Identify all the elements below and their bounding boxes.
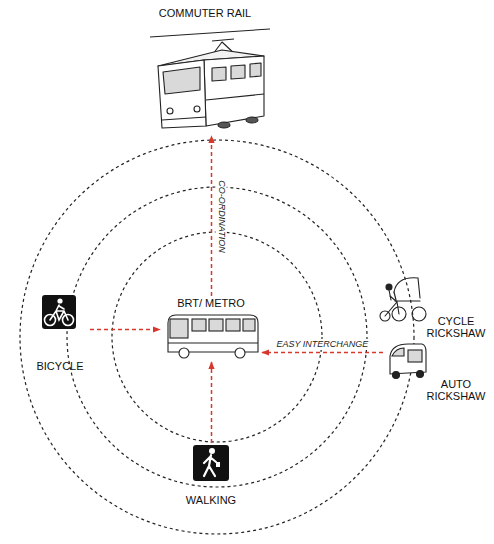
outer-ring — [20, 140, 414, 534]
feeder-arrow — [90, 329, 160, 331]
auto-rickshaw-figure — [390, 344, 426, 379]
cycle-rickshaw-figure — [380, 278, 426, 321]
inner-ring — [112, 232, 322, 442]
bicycle-node: BICYCLE — [30, 293, 90, 373]
auto-rickshaw-node: AUTO RICKSHAW — [383, 341, 490, 403]
coordination-arrow — [211, 136, 213, 296]
walking-icon — [193, 445, 229, 481]
bus-figure — [168, 315, 258, 358]
node-label: AUTO RICKSHAW — [424, 378, 488, 402]
cycle-rickshaw-node: CYCLE RICKSHAW — [378, 270, 490, 340]
interchange-arrow — [262, 352, 383, 354]
node-label: BICYCLE — [30, 360, 90, 372]
node-label: COMMUTER RAIL — [140, 7, 270, 19]
feeder-arrow — [211, 362, 213, 443]
edge-label: EASY INTERCHANGE — [275, 339, 371, 350]
edge-label: CO-ORDINATION — [215, 178, 226, 254]
train-figure — [150, 29, 270, 128]
node-label: CYCLE RICKSHAW — [424, 315, 488, 339]
brt-node: BRT/ METRO — [160, 296, 262, 362]
bicycle-icon — [42, 295, 76, 329]
walking-node: WALKING — [178, 443, 244, 507]
zone-rings — [20, 140, 414, 534]
rail-node: COMMUTER RAIL — [140, 6, 270, 136]
node-label: WALKING — [178, 494, 244, 506]
node-label: BRT/ METRO — [160, 297, 262, 309]
